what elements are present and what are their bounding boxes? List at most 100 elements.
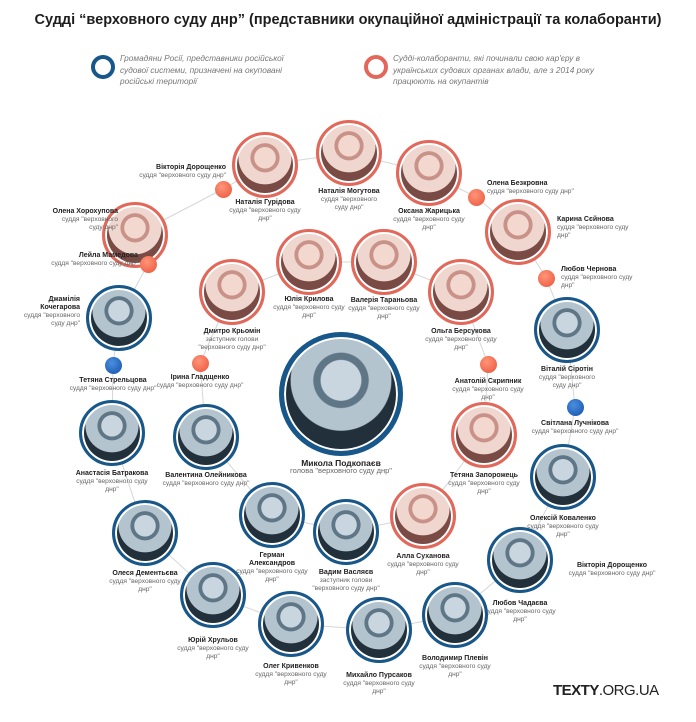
person-role: суддя "верховного суду днр" (448, 480, 520, 495)
person-role: суддя "верховного суду днр" (177, 645, 249, 660)
person-dot-icon[interactable] (215, 181, 232, 198)
person-role: суддя "верховного суду днр" (76, 478, 148, 493)
person-dot-icon[interactable] (468, 189, 485, 206)
person-dot-icon[interactable] (538, 270, 555, 287)
person-role: суддя "верховного суду днр" (425, 336, 497, 351)
person-photo[interactable] (279, 332, 403, 456)
person-role: суддя "верховного суду днр" (162, 480, 250, 487)
person-role: суддя "верховного суду днр" (452, 386, 524, 401)
person-role: заступник голови "верховного суду днр" (198, 336, 266, 351)
brand-rest: .ORG.UA (598, 682, 659, 699)
person-name: Карина Сєйнова (557, 216, 614, 223)
person-photo[interactable] (390, 483, 456, 549)
legend-red-text: Судді-колаборанти, які починали свою кар… (393, 53, 594, 86)
person-photo[interactable] (232, 132, 298, 198)
person-photo[interactable] (199, 259, 265, 325)
person-role: суддя "верховного суду днр" (69, 385, 157, 392)
person-name: Анатолій Скрипник (454, 378, 522, 385)
person-dot-icon[interactable] (105, 357, 122, 374)
person-name: Олексій Коваленко (530, 515, 596, 522)
person-role: суддя "верховного суду днр" (139, 172, 226, 179)
person-photo[interactable] (534, 297, 600, 363)
person-photo[interactable] (112, 500, 178, 566)
person-name: Герман Александров (248, 552, 296, 567)
person-photo[interactable] (276, 229, 342, 295)
person-role: суддя "верховного суду днр" (561, 274, 633, 289)
person-role: суддя "верховного суду днр" (557, 224, 629, 239)
person-role: суддя "верховного суду днр" (568, 570, 656, 577)
person-dot-icon[interactable] (567, 399, 584, 416)
person-photo[interactable] (351, 229, 417, 295)
person-role: суддя "верховного суду днр" (531, 428, 619, 435)
person-photo[interactable] (396, 140, 462, 206)
person-role: суддя "верховного суду днр" (61, 216, 118, 231)
person-photo[interactable] (86, 285, 152, 351)
person-photo[interactable] (316, 120, 382, 186)
person-photo[interactable] (239, 482, 305, 548)
person-dot-icon[interactable] (140, 256, 157, 273)
person-name: Світлана Лучнікова (541, 420, 609, 427)
person-role: голова "верховного суду днр" (290, 466, 392, 475)
person-role: суддя "верховного суду днр" (419, 663, 491, 678)
person-role: суддя "верховного суду днр" (51, 260, 138, 267)
person-name: Наталія Могутова (318, 188, 380, 195)
brand-bold: TEXTY (553, 682, 599, 699)
legend-red-ring-icon (364, 55, 388, 79)
person-name: Володимир Плевін (422, 655, 488, 662)
person-role: суддя "верховного суду днр" (273, 304, 345, 319)
person-name: Любов Чернова (561, 266, 617, 273)
person-name: Михайло Пурсаков (346, 672, 412, 679)
person-photo[interactable] (428, 259, 494, 325)
person-role: суддя "верховного суду днр" (229, 207, 301, 222)
person-name: Юрій Хрульов (188, 637, 238, 644)
texty-logo[interactable]: TEXTY.ORG.UA (553, 682, 659, 699)
person-name: Олена Безкровна (487, 180, 548, 187)
person-name: Тетяна Запорожець (450, 472, 518, 479)
person-name: Валерія Тараньова (350, 297, 418, 304)
person-photo[interactable] (79, 400, 145, 466)
person-photo[interactable] (173, 404, 239, 470)
person-photo[interactable] (485, 199, 551, 265)
person-role: заступник голови "верховного суду днр" (312, 577, 380, 592)
person-photo[interactable] (346, 597, 412, 663)
person-name: Олеся Дементьєва (112, 570, 178, 577)
person-role: суддя "верховного суду днр" (236, 568, 308, 583)
person-name: Тетяна Стрельцова (79, 377, 147, 384)
person-dot-icon[interactable] (480, 356, 497, 373)
person-name: Вадим Васляєв (318, 569, 374, 576)
person-photo[interactable] (258, 591, 324, 657)
person-name: Алла Суханова (396, 553, 450, 560)
person-photo[interactable] (102, 202, 168, 268)
person-photo[interactable] (313, 499, 379, 565)
person-role: суддя "верховного суду днр" (387, 561, 459, 576)
person-photo[interactable] (422, 582, 488, 648)
person-photo[interactable] (180, 562, 246, 628)
person-name: Ірина Гладщенко (170, 374, 230, 381)
person-photo[interactable] (487, 527, 553, 593)
person-photo[interactable] (451, 402, 517, 468)
person-photo[interactable] (530, 444, 596, 510)
person-name: Микола Подкопаєв (301, 458, 381, 468)
person-role: суддя "верховного суду днр" (487, 188, 574, 195)
person-dot-icon[interactable] (192, 355, 209, 372)
